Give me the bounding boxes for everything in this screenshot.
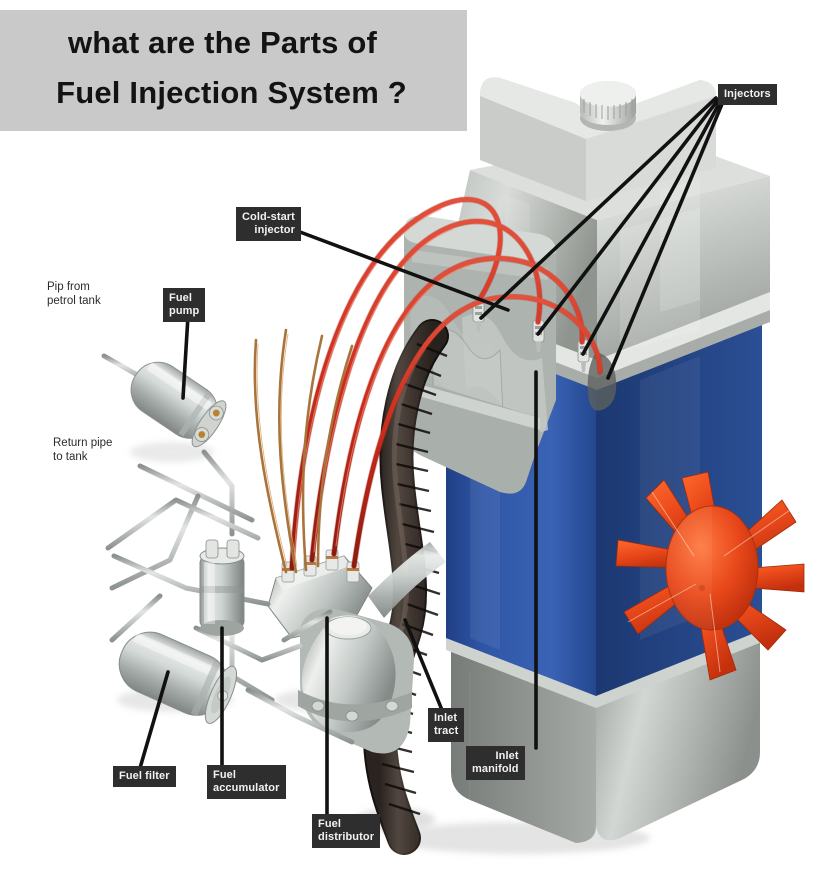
title-line-1: what are the Parts of (67, 25, 378, 60)
label-cold-start-injector[interactable]: Cold-start injector (236, 207, 301, 241)
label-injectors[interactable]: Injectors (718, 84, 777, 105)
oil-filler-cap (580, 81, 636, 131)
label-fuel-distributor[interactable]: Fuel distributor (312, 814, 381, 848)
fuel-pump-body (130, 361, 227, 448)
label-inlet-tract[interactable]: Inlet tract (428, 708, 465, 742)
label-inlet-manifold[interactable]: Inlet manifold (466, 746, 525, 780)
title-banner: what are the Parts of Fuel Injection Sys… (0, 10, 467, 131)
label-fuel-filter[interactable]: Fuel filter (113, 766, 176, 787)
cooling-fan (615, 471, 805, 681)
label-fuel-pump[interactable]: Fuel pump (163, 288, 206, 322)
accumulator-body (199, 539, 245, 636)
label-return-pipe-to-tank: Return pipe to tank (53, 437, 113, 463)
label-fuel-accumulator[interactable]: Fuel accumulator (207, 765, 286, 799)
lower-housing (404, 380, 540, 494)
steel-pipes (101, 353, 355, 745)
label-pipe-from-petrol-tank: Pip from petrol tank (47, 281, 101, 307)
title-line-2: Fuel Injection System ? (56, 75, 407, 110)
